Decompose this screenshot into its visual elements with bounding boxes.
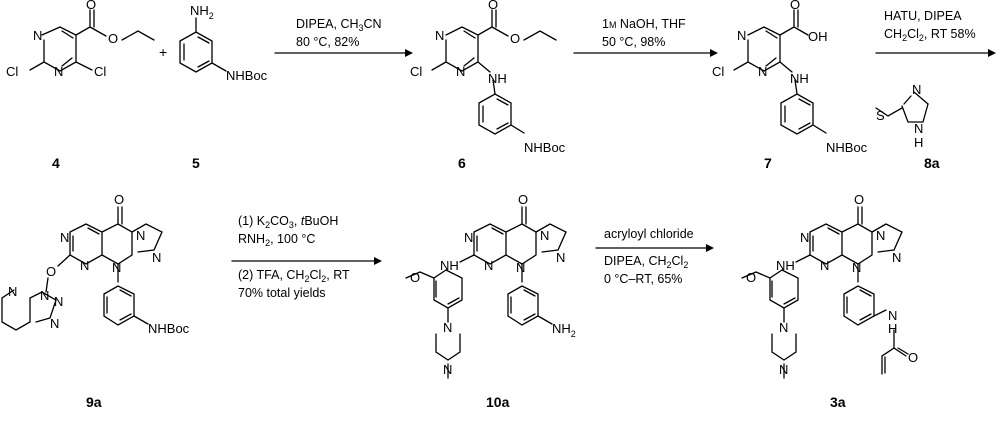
compound-3a-structure: N N O N N N NH O N N N H O (741, 192, 918, 379)
reaction-arrow-1 (274, 49, 413, 57)
atom-n: N (33, 28, 42, 43)
compound-label-3a: 3a (830, 394, 846, 410)
atom-n: N (50, 316, 59, 331)
atom-h: H (914, 135, 923, 150)
compound-5-structure: NH2 NHBoc (179, 3, 268, 83)
atom-n: N (60, 230, 69, 245)
atom-n: N (800, 230, 809, 245)
atom-n: N (80, 258, 89, 273)
atom-n: N (556, 250, 565, 265)
compound-8a-structure: N S N H (875, 82, 929, 150)
atom-o: O (790, 0, 800, 12)
atom-n: N (779, 320, 788, 335)
compound-label-10a: 10a (486, 394, 510, 410)
step5-conditions-line1: acryloyl chloride (604, 227, 694, 241)
atom-cl: Cl (410, 64, 422, 79)
atom-o: O (108, 31, 118, 46)
atom-n: N (40, 288, 49, 303)
atom-n: N (779, 362, 788, 377)
compound-4-structure: N N O O Cl Cl (6, 0, 155, 79)
atom-n: N (912, 82, 921, 97)
reaction-arrow-4 (231, 257, 382, 265)
compound-label-7: 7 (764, 155, 772, 171)
atom-o: O (114, 192, 124, 207)
compound-6-structure: N N O O Cl NH NHBoc (410, 0, 566, 155)
atom-o: O (488, 0, 498, 12)
atom-n: N (914, 121, 923, 136)
atom-n: N (876, 228, 885, 243)
atom-nh: NH (776, 258, 795, 273)
atom-n: N (443, 320, 452, 335)
atom-n: N (888, 308, 897, 323)
reaction-arrow-5 (595, 244, 714, 252)
atom-n: N (820, 258, 829, 273)
atom-cl: Cl (94, 64, 106, 79)
atom-n: N (435, 28, 444, 43)
plus-sign: + (159, 44, 167, 60)
atom-o: O (86, 0, 96, 12)
atom-n: N (540, 228, 549, 243)
compound-10a-structure: N N O N N N NH O N N NH2 (405, 192, 576, 379)
compound-7-structure: N N O OH Cl NH NHBoc (712, 0, 868, 155)
atom-n: N (892, 250, 901, 265)
step1-conditions-line1: DIPEA, CH3CN (296, 17, 382, 33)
atom-n: N (464, 230, 473, 245)
atom-o: O (518, 192, 528, 207)
nhboc-group: NHBoc (148, 321, 190, 336)
step3-conditions-line1: HATU, DIPEA (884, 9, 962, 23)
atom-n: N (54, 64, 63, 79)
compound-label-6: 6 (458, 155, 466, 171)
nhboc-group: NHBoc (226, 68, 268, 83)
atom-nh2: NH2 (190, 3, 214, 21)
atom-h: H (888, 321, 897, 336)
step5-conditions-line2: DIPEA, CH2Cl2 (604, 254, 688, 270)
atom-o: O (854, 192, 864, 207)
atom-s: S (876, 108, 885, 123)
compound-label-5: 5 (192, 155, 200, 171)
step2-conditions-line2: 50 °C, 98% (602, 35, 665, 49)
compound-label-8a: 8a (924, 155, 940, 171)
nhboc-group: NHBoc (826, 140, 868, 155)
atom-o: O (746, 270, 756, 285)
atom-n: N (456, 64, 465, 79)
compound-9a-structure: N N O N N N O N N N N NHBoc (1, 192, 190, 336)
step4-conditions-line1: (1) K2CO3, tBuOH (238, 214, 338, 230)
atom-n: N (852, 260, 861, 275)
reaction-arrow-2 (573, 49, 718, 57)
reaction-arrow-3 (875, 49, 996, 57)
atom-o: O (46, 264, 56, 279)
step2-conditions-line1: 1M NaOH, THF (602, 17, 686, 31)
atom-n: N (152, 250, 161, 265)
atom-n: N (443, 362, 452, 377)
atom-nh: NH (440, 258, 459, 273)
step4-conditions-line3: (2) TFA, CH2Cl2, RT (238, 268, 350, 284)
step4-conditions-line2: RNH2, 100 °C (238, 232, 315, 248)
atom-n: N (484, 258, 493, 273)
atom-oh: OH (808, 29, 828, 44)
atom-nh2: NH2 (552, 321, 576, 339)
step4-conditions-line4: 70% total yields (238, 286, 326, 300)
atom-n: N (758, 64, 767, 79)
atom-cl: Cl (6, 64, 18, 79)
atom-o: O (908, 350, 918, 365)
step3-conditions-line2: CH2Cl2, RT 58% (884, 27, 976, 43)
atom-cl: Cl (712, 64, 724, 79)
atom-n: N (54, 294, 63, 309)
compound-label-4: 4 (52, 155, 60, 171)
step5-conditions-line3: 0 °C–RT, 65% (604, 272, 682, 286)
atom-o: O (410, 270, 420, 285)
atom-nh: NH (790, 71, 809, 86)
compound-label-9a: 9a (86, 394, 102, 410)
atom-n: N (136, 228, 145, 243)
step1-conditions-line2: 80 °C, 82% (296, 35, 359, 49)
nhboc-group: NHBoc (524, 140, 566, 155)
atom-nh: NH (488, 71, 507, 86)
atom-n: N (737, 28, 746, 43)
atom-o: O (510, 31, 520, 46)
atom-n: N (112, 260, 121, 275)
atom-n: N (516, 260, 525, 275)
atom-n: N (8, 284, 17, 299)
